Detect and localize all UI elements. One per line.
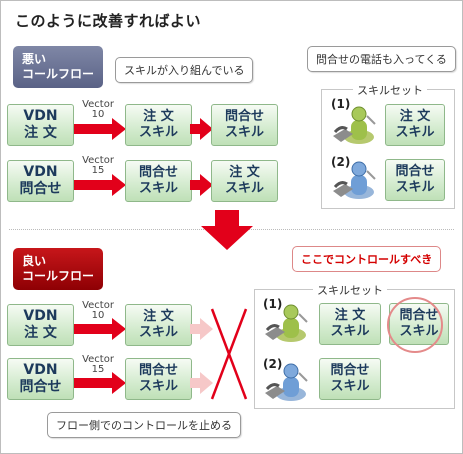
bad-vector-15-label: Vector 15: [78, 156, 118, 176]
bad-agent2-number: (2): [331, 155, 351, 169]
good-row1-faded-arrow-icon: [190, 318, 213, 340]
vdn-subtitle: 注 文: [24, 125, 57, 141]
bad-skillset-callout-text: 問合せの電話も入ってくる: [316, 53, 447, 66]
vdn-title: VDN: [23, 108, 58, 124]
vdn-title: VDN: [23, 362, 58, 378]
good-agent2-inquiry-skill: 問合せ スキル: [319, 358, 381, 400]
bad-agent1-skill: 注 文 スキル: [385, 104, 445, 146]
vector-text: Vector: [82, 300, 114, 311]
bad-skillset-callout: 問合せの電話も入ってくる: [307, 46, 456, 72]
good-callout-text: ここでコントロールすべき: [301, 253, 433, 266]
bad-vdn-inquiry: VDN 問合せ: [7, 160, 74, 202]
bad-row2-arrow2-icon: [190, 174, 213, 196]
bad-order-skill-box: 注 文 スキル: [125, 104, 192, 146]
agent-person-phone-icon: [265, 363, 308, 401]
good-order-skill-box: 注 文 スキル: [125, 304, 192, 346]
good-agent2-number: (2): [263, 357, 283, 371]
down-arrow-icon: [201, 210, 253, 250]
agent-person-phone-icon: [265, 304, 308, 342]
vector-text: Vector: [82, 354, 114, 365]
good-row2-arrow-icon: [74, 372, 126, 394]
good-row2-faded-arrow-icon: [190, 372, 213, 394]
bad-vdn-order: VDN 注 文: [7, 104, 74, 146]
vdn-subtitle: 問合せ: [19, 181, 62, 197]
good-vector-10-label: Vector 10: [78, 301, 118, 321]
good-bottom-callout: フロー側でのコントロールを止める: [47, 412, 241, 438]
vector-text: Vector: [82, 155, 114, 166]
good-vector-15-label: Vector 15: [78, 355, 118, 375]
bad-order-skill-box-2: 注 文 スキル: [211, 160, 278, 202]
vector-number: 15: [91, 364, 105, 375]
good-agent1-order-skill: 注 文 スキル: [319, 303, 381, 345]
vdn-title: VDN: [23, 164, 58, 180]
agent-person-phone-icon: [333, 106, 376, 144]
agent-person-phone-icon: [333, 161, 376, 199]
vdn-subtitle: 注 文: [24, 325, 57, 341]
bad-callout-text: スキルが入り組んでいる: [124, 64, 245, 77]
highlight-circle: [387, 297, 443, 353]
good-agent1-number: (1): [263, 297, 283, 311]
bad-agent2-skill: 問合せ スキル: [385, 159, 445, 201]
vector-number: 15: [91, 165, 105, 176]
good-agent1-inquiry-skill: 問合せ スキル: [389, 303, 449, 345]
bad-agent1-number: (1): [331, 97, 351, 111]
vdn-title: VDN: [23, 308, 58, 324]
page-title: このように改善すればよい: [15, 12, 202, 30]
bad-row2-arrow-icon: [74, 174, 126, 196]
good-row1-arrow-icon: [74, 318, 126, 340]
bad-callout-bubble: スキルが入り組んでいる: [115, 57, 254, 83]
bad-inquiry-skill-box-1: 問合せ スキル: [211, 104, 278, 146]
bad-skillset-label: スキルセット: [353, 82, 427, 98]
good-vdn-inquiry: VDN 問合せ: [7, 358, 74, 400]
good-bottom-callout-text: フロー側でのコントロールを止める: [56, 419, 232, 432]
good-callout-bubble: ここでコントロールすべき: [292, 246, 442, 272]
good-vdn-order: VDN 注 文: [7, 304, 74, 346]
vector-text: Vector: [82, 99, 114, 110]
bad-row1-arrow2-icon: [190, 118, 213, 140]
vdn-subtitle: 問合せ: [19, 379, 62, 395]
bad-row1-arrow-icon: [74, 118, 126, 140]
good-inquiry-skill-box: 問合せ スキル: [125, 358, 192, 400]
bad-vector-10-label: Vector 10: [78, 100, 118, 120]
bad-callflow-label: 悪い コールフロー: [13, 46, 104, 88]
good-callflow-label: 良い コールフロー: [13, 248, 104, 290]
cross-icon: [210, 308, 248, 400]
vector-number: 10: [91, 310, 105, 321]
good-skillset-label: スキルセット: [313, 282, 387, 298]
bad-inquiry-skill-box-2: 問合せ スキル: [125, 160, 192, 202]
vector-number: 10: [91, 109, 105, 120]
